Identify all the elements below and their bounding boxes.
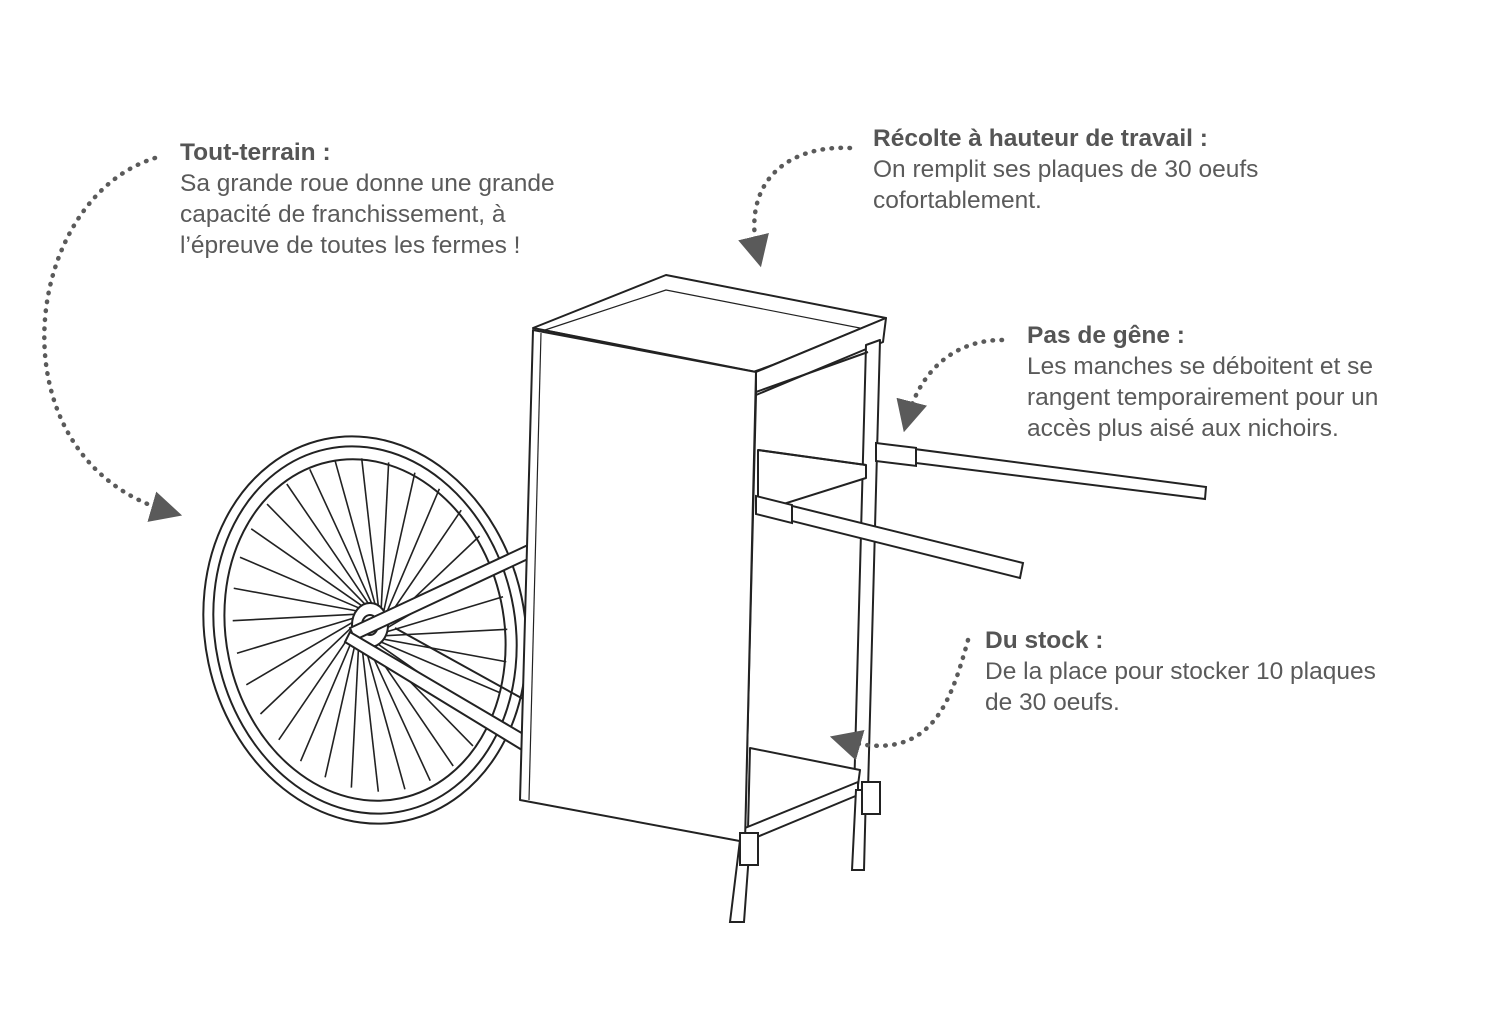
wheel-spoke: [266, 503, 370, 609]
wheel-spoke: [278, 626, 357, 741]
wheel-spoke: [239, 556, 364, 611]
arrow-pas-de-gene: [896, 337, 1005, 433]
wheel-spoke: [299, 629, 358, 762]
wheel-spoke: [383, 509, 462, 624]
wheel-spoke: [236, 616, 358, 655]
callout-body: Sa grande roue donne une grande capacité…: [180, 170, 555, 259]
callout-body: Les manches se déboitent et se rangent t…: [1027, 353, 1379, 442]
wheel-spoke: [381, 472, 416, 618]
callout-body: On remplit ses plaques de 30 oeufs cofor…: [873, 156, 1259, 214]
callout-tout-terrain: Tout-terrain : Sa grande roue donne une …: [180, 137, 650, 261]
callout-recolte: Récolte à hauteur de travail : On rempli…: [873, 123, 1393, 216]
wheel-spoke: [245, 619, 358, 686]
wheel-spoke: [309, 469, 375, 610]
wheel-spoke: [380, 462, 390, 615]
wheel-spoke: [382, 488, 441, 621]
wheel-spoke: [259, 622, 357, 715]
wheel-spoke: [324, 632, 359, 778]
wheel-spoke: [378, 637, 507, 663]
wheel-spoke: [376, 639, 501, 694]
handles: [755, 441, 1208, 580]
callout-du-stock: Du stock : De la place pour stocker 10 p…: [985, 625, 1465, 718]
wheel-spoke: [286, 483, 373, 609]
callout-pas-de-gene: Pas de gêne : Les manches se déboitent e…: [1027, 320, 1487, 444]
arrow-recolte: [738, 145, 853, 268]
wheel-spoke: [350, 635, 360, 788]
frame-arms: [343, 543, 532, 752]
wheel-spoke: [232, 613, 360, 622]
lower-handle: [755, 495, 1025, 580]
callout-title: Du stock :: [985, 627, 1104, 654]
wheel-spoke: [362, 639, 406, 790]
upper-handle: [875, 442, 1208, 501]
callout-title: Tout-terrain :: [180, 139, 331, 166]
callout-body: De la place pour stocker 10 plaques de 3…: [985, 658, 1376, 716]
callout-title: Récolte à hauteur de travail :: [873, 125, 1208, 152]
wheel-spoke: [233, 587, 362, 613]
wheel-spoke: [250, 528, 367, 610]
nesting-box: [519, 274, 887, 843]
wheel-spoke: [334, 460, 378, 611]
arrow-tout-terrain: [42, 155, 183, 522]
wheel-spoke: [380, 628, 508, 637]
wheel-spoke: [360, 637, 380, 792]
side-panel: [519, 329, 757, 843]
wheel-spoke: [360, 458, 380, 613]
callout-title: Pas de gêne :: [1027, 322, 1185, 349]
wheel-spokes: [232, 458, 508, 792]
wheel-spoke: [382, 595, 504, 634]
legs: [728, 781, 881, 923]
wheel-spoke: [365, 640, 431, 781]
callout-arrows: [42, 145, 1005, 761]
arrow-du-stock: [829, 637, 971, 761]
